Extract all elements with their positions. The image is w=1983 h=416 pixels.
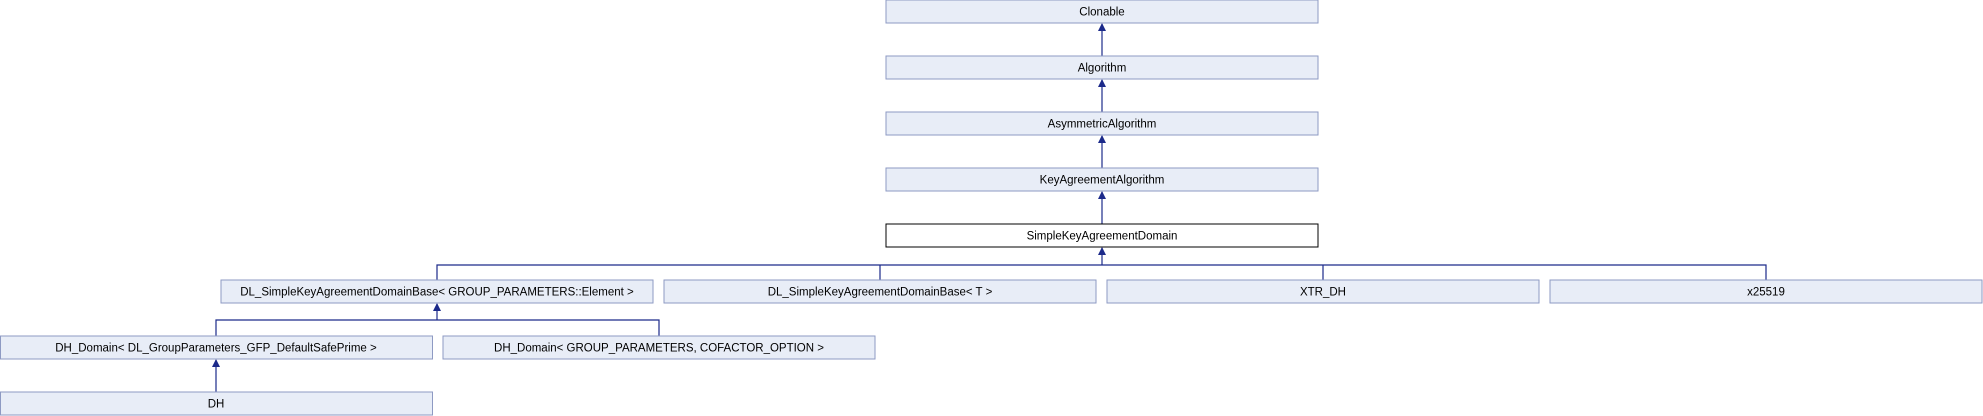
inheritance-edges: [212, 23, 1767, 392]
class-node-xtr-dh[interactable]: XTR_DH: [1106, 279, 1540, 304]
class-node-dh-domain-cofactor[interactable]: DH_Domain< GROUP_PARAMETERS, COFACTOR_OP…: [442, 335, 876, 360]
svg-text:XTR_DH: XTR_DH: [1300, 287, 1346, 299]
class-node-algorithm[interactable]: Algorithm: [885, 55, 1319, 80]
class-node-dl-base-element[interactable]: DL_SimpleKeyAgreementDomainBase< GROUP_P…: [220, 279, 654, 304]
svg-text:DL_SimpleKeyAgreementDomainBas: DL_SimpleKeyAgreementDomainBase< GROUP_P…: [240, 287, 634, 299]
svg-text:Clonable: Clonable: [1079, 7, 1124, 19]
svg-text:SimpleKeyAgreementDomain: SimpleKeyAgreementDomain: [1027, 231, 1178, 243]
svg-text:KeyAgreementAlgorithm: KeyAgreementAlgorithm: [1040, 175, 1165, 187]
svg-text:x25519: x25519: [1747, 287, 1785, 299]
class-node-dl-base-t[interactable]: DL_SimpleKeyAgreementDomainBase< T >: [663, 279, 1097, 304]
class-node-asymmetric-algorithm[interactable]: AsymmetricAlgorithm: [885, 111, 1319, 136]
svg-text:Algorithm: Algorithm: [1078, 63, 1127, 75]
class-node-x25519[interactable]: x25519: [1549, 279, 1983, 304]
svg-text:AsymmetricAlgorithm: AsymmetricAlgorithm: [1048, 119, 1157, 131]
svg-text:DH: DH: [208, 399, 225, 411]
class-node-dh[interactable]: DH: [0, 391, 433, 416]
class-node-clonable[interactable]: Clonable: [885, 0, 1319, 24]
class-node-key-agreement-algorithm[interactable]: KeyAgreementAlgorithm: [885, 167, 1319, 192]
edge-dhdomains-to-dlbase: [215, 319, 660, 336]
svg-text:DH_Domain< GROUP_PARAMETERS, C: DH_Domain< GROUP_PARAMETERS, COFACTOR_OP…: [494, 343, 824, 355]
edge-level4-to-simple: [436, 264, 1767, 280]
svg-text:DL_SimpleKeyAgreementDomainBas: DL_SimpleKeyAgreementDomainBase< T >: [768, 287, 993, 299]
svg-text:DH_Domain< DL_GroupParameters_: DH_Domain< DL_GroupParameters_GFP_Defaul…: [55, 343, 377, 355]
class-node-simple-key-agreement-domain: SimpleKeyAgreementDomain: [885, 223, 1319, 248]
class-node-dh-domain-gfp[interactable]: DH_Domain< DL_GroupParameters_GFP_Defaul…: [0, 335, 433, 360]
